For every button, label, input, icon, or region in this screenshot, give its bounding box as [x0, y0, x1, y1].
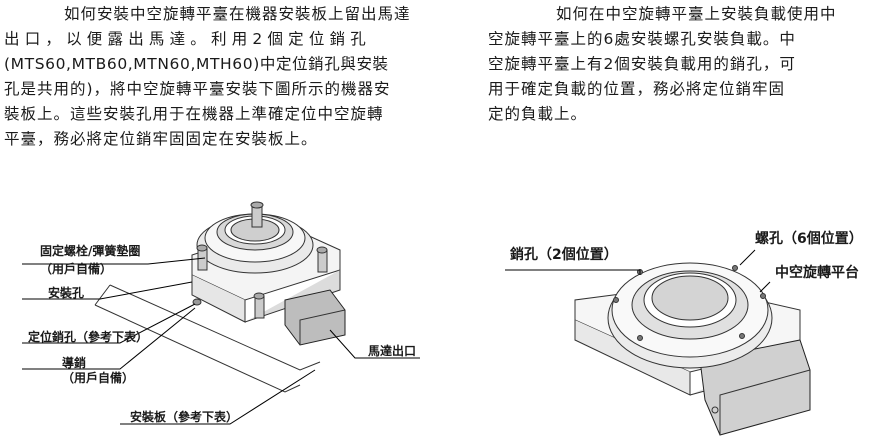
left-line-2: 出口，以便露出馬達。利用2個定位銷孔 — [4, 30, 371, 48]
left-paragraph: 如何安裝中空旋轉平臺在機器安裝板上留出馬達 出口，以便露出馬達。利用2個定位銷孔… — [4, 2, 452, 152]
right-line-2: 空旋轉平臺上的6處安裝螺孔安裝負載。中 — [488, 30, 796, 48]
label-pin-hole-right: 銷孔（2個位置） — [510, 247, 618, 263]
label-bolt: 固定螺栓/彈簧墊圈 — [40, 244, 141, 258]
plate-edge-bottom — [94, 304, 301, 393]
label-guide-pin: 導銷 — [62, 356, 87, 370]
label-mount-plate: 安裝板（參考下表） — [130, 410, 239, 424]
right-table-drawing — [505, 249, 811, 436]
left-line-4: 孔是共用的)，將中空旋轉平臺安裝下圖所示的機器安 — [4, 80, 391, 98]
left-line-6: 平臺，務必將定位銷牢固固定在安裝板上。 — [4, 130, 318, 148]
label-bolt-note: （用戶自備） — [40, 262, 113, 276]
left-line-1: 如何安裝中空旋轉平臺在機器安裝板上留出馬達 — [64, 5, 411, 23]
label-platform: 中空旋轉平台 — [775, 265, 859, 281]
right-line-1: 如何在中空旋轉平臺上安裝負載使用中 — [556, 5, 837, 23]
right-line-3: 空旋轉平臺上有2個安裝負載用的銷孔，可 — [488, 55, 796, 73]
left-line-5: 裝板上。這些安裝孔用于在機器上準確定位中空旋轉 — [4, 105, 384, 123]
label-motor-outlet: 馬達出口 — [368, 344, 417, 358]
label-mount-hole: 安裝孔 — [48, 286, 85, 300]
label-pin-hole: 定位銷孔（參考下表） — [28, 330, 149, 344]
label-screw-hole: 螺孔（6個位置） — [755, 231, 863, 247]
right-line-5: 定的負載上。 — [488, 105, 588, 123]
right-line-4: 用于確定負載的位置，務必將定位銷牢固 — [488, 80, 786, 98]
label-guide-pin-note: （用戶自備） — [62, 371, 135, 385]
right-paragraph: 如何在中空旋轉平臺上安裝負載使用中 空旋轉平臺上的6處安裝螺孔安裝負載。中 空旋… — [488, 2, 893, 127]
left-line-3: (MTS60,MTB60,MTN60,MTH60)中定位銷孔與安裝 — [4, 55, 389, 73]
plate-edge-top — [109, 284, 321, 371]
